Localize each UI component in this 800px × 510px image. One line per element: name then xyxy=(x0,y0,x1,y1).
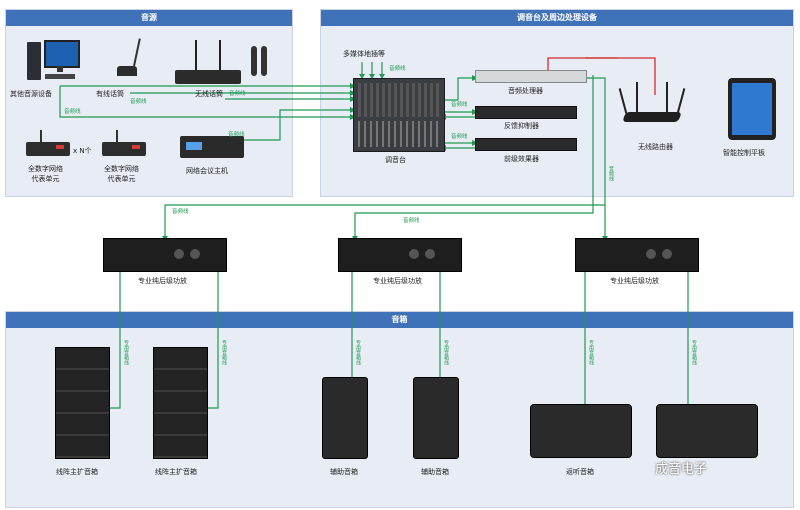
mixer-panel-header: 调音台及周边处理设备 xyxy=(321,10,793,26)
source-panel: 音源 xyxy=(5,9,293,197)
conference-host-label: 网络会议主机 xyxy=(186,167,228,175)
audio-cable-label-9: 音频线 xyxy=(403,218,420,224)
pc-icon xyxy=(27,40,80,82)
audio-cable-label-8: 音频线 xyxy=(172,209,189,215)
audio-cable-label-4: 音频线 xyxy=(228,132,245,138)
router-icon xyxy=(612,82,692,132)
source-panel-header: 音源 xyxy=(6,10,292,26)
watermark: 成音电子 xyxy=(655,462,708,477)
line-array-1-label: 线阵主扩音箱 xyxy=(56,468,98,476)
delegate-unit-1-icon xyxy=(26,130,71,158)
processor-icon xyxy=(475,70,587,83)
tablet-icon xyxy=(728,78,776,140)
speaker-cable-label-4: 专用音箱线 xyxy=(443,340,449,365)
audio-cable-label-5: 音频线 xyxy=(389,66,406,72)
amp-1-icon xyxy=(103,238,227,272)
speaker-cable-label-5: 专用音箱线 xyxy=(588,340,594,365)
aux-speaker-1-label: 辅助音箱 xyxy=(330,468,358,476)
monitor-speaker-label: 返听音箱 xyxy=(566,468,594,476)
effects-icon xyxy=(475,138,577,151)
monitor-speaker-1-icon xyxy=(530,404,632,458)
wireless-mic-label: 无线话筒 xyxy=(195,90,223,98)
amp-3-label: 专业纯后级功放 xyxy=(610,277,659,285)
times-n-label: x N个 xyxy=(73,147,92,155)
monitor-speaker-2-icon xyxy=(656,404,758,458)
aux-speaker-2-icon xyxy=(413,377,459,459)
conference-host-icon xyxy=(180,136,244,158)
audio-cable-label-1: 音频线 xyxy=(64,109,81,115)
audio-cable-label-10: 音频线 xyxy=(608,166,614,181)
wireless-mic-icon xyxy=(175,40,267,84)
speaker-cable-label-3: 专用音箱线 xyxy=(355,340,361,365)
wired-mic-icon xyxy=(112,38,142,82)
pc-label: 其他音源设备 xyxy=(10,90,52,98)
mixer-label: 调音台 xyxy=(385,156,406,164)
wired-mic-label: 有线话筒 xyxy=(96,90,124,98)
delegate-unit-2-icon xyxy=(102,130,147,158)
mixer-icon xyxy=(353,78,445,152)
aux-speaker-1-icon xyxy=(322,377,368,459)
speaker-cable-label-6: 专用音箱线 xyxy=(691,340,697,365)
amp-3-icon xyxy=(575,238,699,272)
speakers-panel: 音箱 xyxy=(5,311,794,508)
audio-cable-label-7: 音频线 xyxy=(451,134,468,140)
audio-cable-label-6: 音频线 xyxy=(451,102,468,108)
delegate-unit-2-label: 全数字网络 代表单元 xyxy=(104,165,139,183)
amp-2-label: 专业纯后级功放 xyxy=(373,277,422,285)
processor-label: 音频处理器 xyxy=(508,87,543,95)
speaker-cable-label-2: 专用音箱线 xyxy=(221,340,227,365)
line-array-1-icon xyxy=(55,347,110,459)
audio-cable-label-3: 音频线 xyxy=(229,91,246,97)
tablet-label: 智能控制平板 xyxy=(723,149,765,157)
effects-label: 前级效果器 xyxy=(504,155,539,163)
amp-2-icon xyxy=(338,238,462,272)
delegate-unit-1-label: 全数字网络 代表单元 xyxy=(28,165,63,183)
speakers-panel-header: 音箱 xyxy=(6,312,793,328)
line-array-2-label: 线阵主扩音箱 xyxy=(155,468,197,476)
router-label: 无线路由器 xyxy=(638,143,673,151)
feedback-icon xyxy=(475,106,577,119)
amp-1-label: 专业纯后级功放 xyxy=(138,277,187,285)
line-array-2-icon xyxy=(153,347,208,459)
feedback-label: 反馈抑制器 xyxy=(504,122,539,130)
multimedia-label: 多媒体地插等 xyxy=(343,50,385,58)
speaker-cable-label-1: 专用音箱线 xyxy=(123,340,129,365)
audio-cable-label-2: 音频线 xyxy=(130,99,147,105)
aux-speaker-2-label: 辅助音箱 xyxy=(421,468,449,476)
